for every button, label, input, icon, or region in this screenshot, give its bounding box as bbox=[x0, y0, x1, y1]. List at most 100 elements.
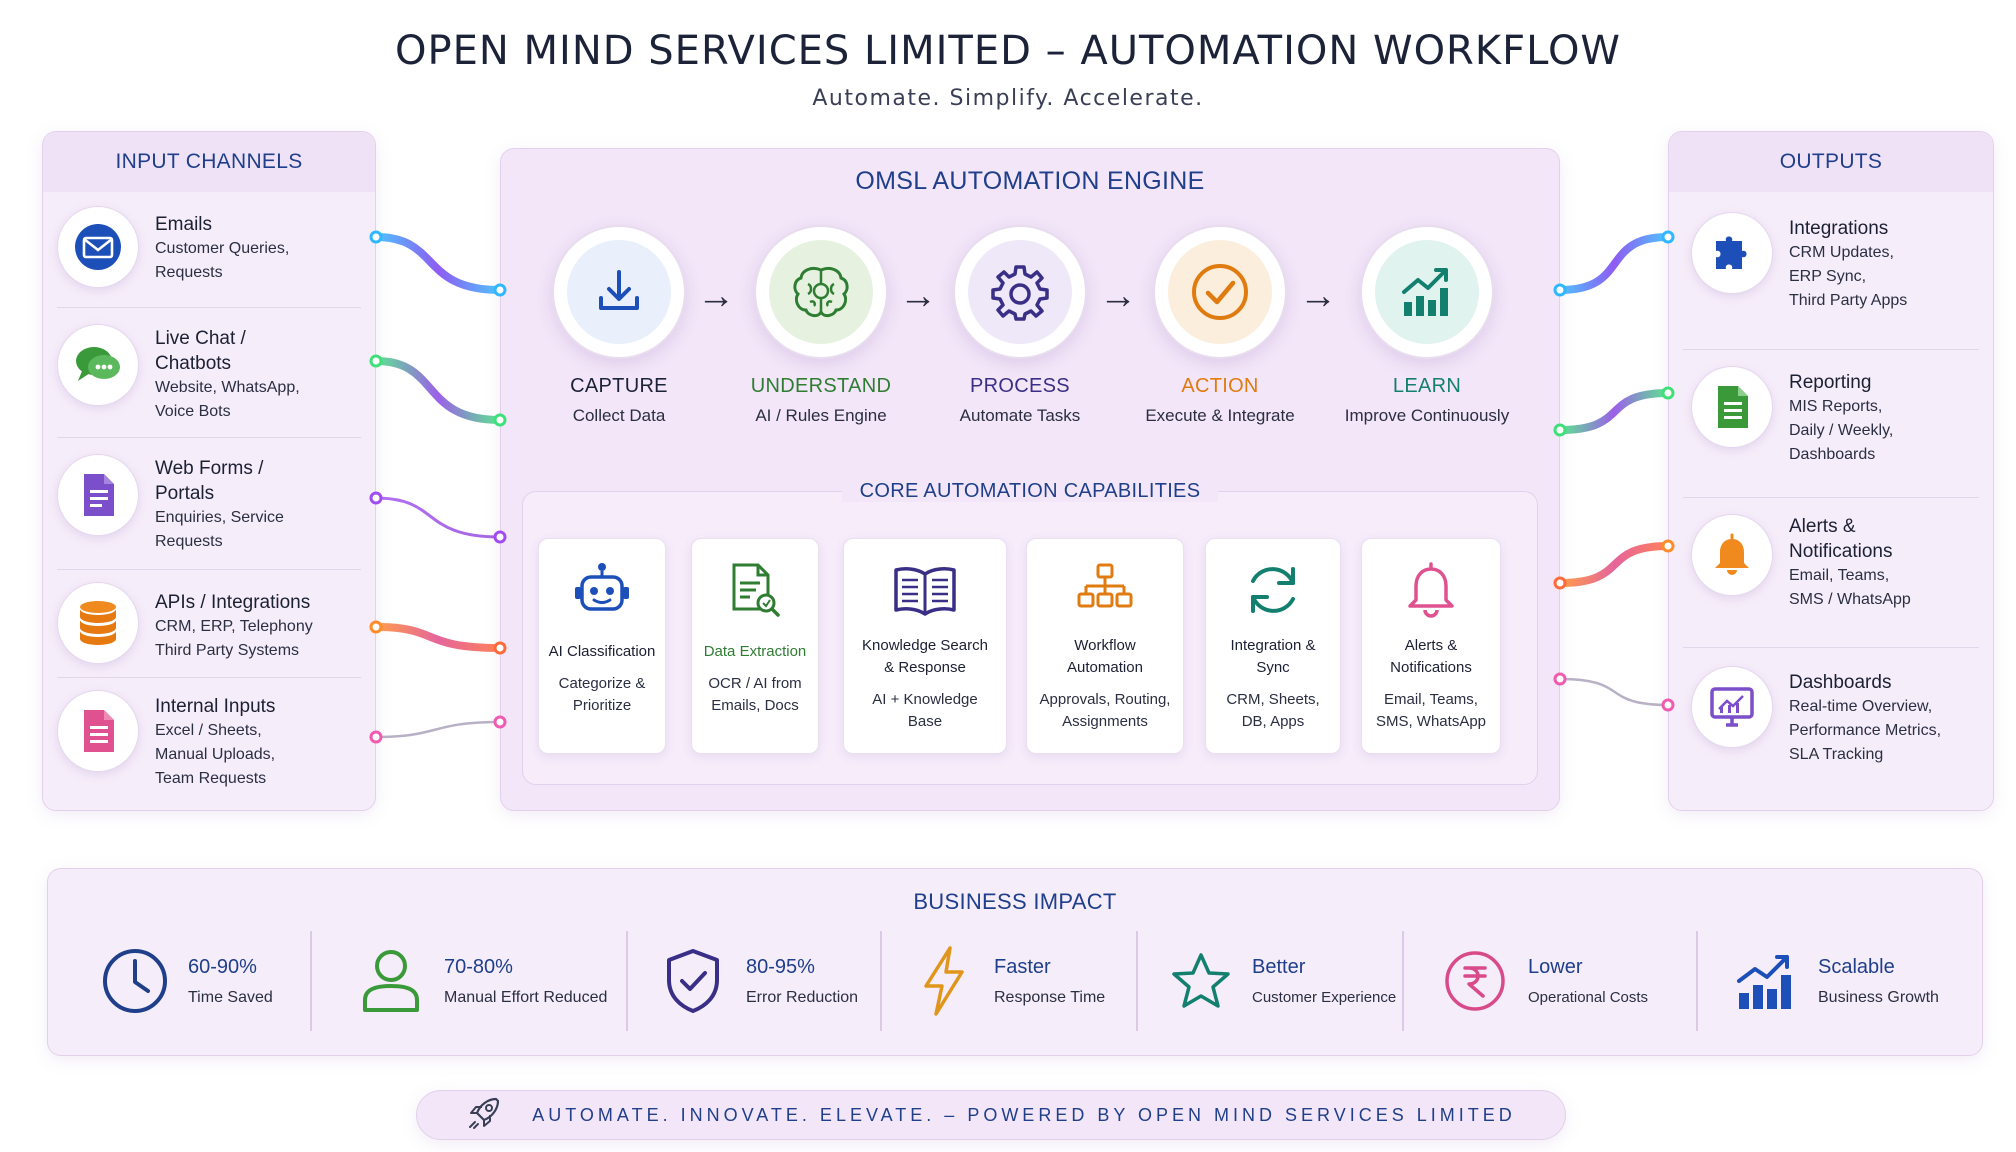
impact-divider bbox=[880, 931, 882, 1031]
chat-bubbles-icon bbox=[57, 324, 139, 406]
sheet-document-icon bbox=[57, 690, 139, 772]
impact-item-response-time[interactable]: Faster Response Time bbox=[906, 937, 1105, 1025]
output-item-alerts[interactable]: Alerts & Notifications Email, Teams, SMS… bbox=[1669, 498, 1993, 648]
impact-label: Response Time bbox=[994, 988, 1106, 1006]
impact-label: Time Saved bbox=[188, 988, 273, 1006]
input-item-desc: Manual Uploads, bbox=[155, 746, 276, 763]
impact-value: Better bbox=[1252, 956, 1306, 978]
output-item-dashboards[interactable]: Dashboards Real-time Overview, Performan… bbox=[1669, 648, 1993, 808]
impact-label: Manual Effort Reduced bbox=[444, 988, 608, 1006]
output-item-title: Reporting bbox=[1789, 372, 1872, 393]
input-item-title-line2: Portals bbox=[155, 483, 215, 504]
input-item-live-chat[interactable]: Live Chat / Chatbots Website, WhatsApp, … bbox=[43, 308, 375, 438]
output-item-integrations[interactable]: Integrations CRM Updates, ERP Sync, Thir… bbox=[1669, 194, 1993, 350]
engine-title: OMSL AUTOMATION ENGINE bbox=[855, 167, 1205, 195]
capability-desc: Categorize & bbox=[558, 675, 646, 692]
stage-label: LEARN bbox=[1392, 375, 1462, 397]
impact-label: Operational Costs bbox=[1528, 989, 1649, 1006]
input-item-desc: Requests bbox=[155, 264, 223, 281]
input-item-web-forms[interactable]: Web Forms / Portals Enquiries, Service R… bbox=[43, 438, 375, 570]
bar-growth-icon bbox=[1728, 944, 1802, 1018]
output-item-desc: Daily / Weekly, bbox=[1789, 422, 1894, 439]
stage-action[interactable]: ACTION Execute & Integrate bbox=[1125, 225, 1315, 426]
impact-value: Scalable bbox=[1818, 955, 1895, 978]
impact-value: Lower bbox=[1528, 956, 1583, 978]
growth-chart-icon bbox=[1375, 240, 1479, 344]
impact-item-customer-experience[interactable]: Better Customer Experience bbox=[1164, 937, 1396, 1025]
business-impact-title: BUSINESS IMPACT bbox=[913, 889, 1117, 914]
capability-card-knowledge-search[interactable]: Knowledge Search & Response AI + Knowled… bbox=[843, 538, 1007, 754]
input-item-desc: Requests bbox=[155, 533, 223, 550]
capability-card-data-extraction[interactable]: Data Extraction OCR / AI from Emails, Do… bbox=[691, 538, 819, 754]
capability-desc: Email, Teams, bbox=[1384, 691, 1478, 708]
capability-desc: Assignments bbox=[1062, 713, 1148, 730]
input-item-title: Web Forms / bbox=[155, 458, 264, 479]
capability-name: Workflow bbox=[1074, 637, 1136, 654]
stage-understand[interactable]: UNDERSTAND AI / Rules Engine bbox=[726, 225, 916, 426]
input-item-emails[interactable]: Emails Customer Queries, Requests bbox=[43, 194, 375, 308]
stage-capture[interactable]: CAPTURE Collect Data bbox=[524, 225, 714, 426]
impact-item-operational-costs[interactable]: Lower Operational Costs bbox=[1438, 937, 1648, 1025]
impact-item-error-reduction[interactable]: 80-95% Error Reduction bbox=[656, 937, 858, 1025]
capability-desc: Emails, Docs bbox=[711, 697, 799, 714]
person-icon bbox=[354, 944, 428, 1018]
output-item-desc: Third Party Apps bbox=[1789, 292, 1908, 309]
org-chart-icon bbox=[1027, 559, 1183, 621]
capability-card-workflow-automation[interactable]: Workflow Automation Approvals, Routing, … bbox=[1026, 538, 1184, 754]
capability-card-integration-sync[interactable]: Integration & Sync CRM, Sheets, DB, Apps bbox=[1205, 538, 1341, 754]
rupee-icon bbox=[1438, 944, 1512, 1018]
form-document-icon bbox=[57, 454, 139, 536]
sync-arrows-icon bbox=[1206, 559, 1340, 621]
connector-live-chat bbox=[372, 357, 504, 424]
puzzle-icon bbox=[1691, 212, 1773, 294]
input-item-title: Live Chat / bbox=[155, 328, 246, 349]
rocket-icon bbox=[466, 1095, 502, 1136]
capability-card-alerts-notifications[interactable]: Alerts & Notifications Email, Teams, SMS… bbox=[1361, 538, 1501, 754]
flow-arrow: → bbox=[1299, 275, 1337, 317]
output-item-title: Dashboards bbox=[1789, 672, 1892, 693]
report-document-icon bbox=[1691, 366, 1773, 448]
brain-icon bbox=[769, 240, 873, 344]
stage-sub: Execute & Integrate bbox=[1145, 406, 1295, 425]
input-item-internal-inputs[interactable]: Internal Inputs Excel / Sheets, Manual U… bbox=[43, 678, 375, 808]
bell-icon bbox=[1691, 514, 1773, 596]
impact-item-time-saved[interactable]: 60-90% Time Saved bbox=[98, 937, 273, 1025]
capability-name: Sync bbox=[1256, 659, 1290, 676]
capability-card-ai-classification[interactable]: AI Classification Categorize & Prioritiz… bbox=[538, 538, 666, 754]
input-item-apis[interactable]: APIs / Integrations CRM, ERP, Telephony … bbox=[43, 570, 375, 678]
outputs-panel: OUTPUTS Integrations CRM Updates, ERP Sy… bbox=[1668, 131, 1994, 811]
lightning-icon bbox=[906, 944, 980, 1018]
output-item-desc: Real-time Overview, bbox=[1789, 698, 1933, 715]
stage-learn[interactable]: LEARN Improve Continuously bbox=[1327, 225, 1527, 426]
stage-label: ACTION bbox=[1181, 375, 1259, 397]
capability-desc: Approvals, Routing, bbox=[1039, 691, 1171, 708]
impact-value: 70-80% bbox=[444, 955, 513, 978]
footer-banner: AUTOMATE. INNOVATE. ELEVATE. – POWERED B… bbox=[416, 1090, 1566, 1140]
impact-value: Faster bbox=[994, 955, 1051, 978]
output-item-desc: ERP Sync, bbox=[1789, 268, 1867, 285]
gear-icon bbox=[968, 240, 1072, 344]
page-tagline: Automate. Simplify. Accelerate. bbox=[812, 86, 1204, 111]
stage-label: UNDERSTAND bbox=[750, 375, 892, 397]
input-item-desc: Third Party Systems bbox=[155, 642, 300, 659]
capability-desc: CRM, Sheets, bbox=[1226, 691, 1320, 708]
output-item-reporting[interactable]: Reporting MIS Reports, Daily / Weekly, D… bbox=[1669, 350, 1993, 498]
connector-integrations bbox=[1556, 233, 1672, 294]
input-item-desc: Enquiries, Service bbox=[155, 509, 284, 526]
stage-process[interactable]: PROCESS Automate Tasks bbox=[925, 225, 1115, 426]
impact-label: Error Reduction bbox=[746, 988, 859, 1006]
impact-item-business-growth[interactable]: Scalable Business Growth bbox=[1728, 937, 1939, 1025]
check-circle-icon bbox=[1168, 240, 1272, 344]
capability-name: Integration & bbox=[1230, 637, 1316, 654]
core-capabilities-section: CORE AUTOMATION CAPABILITIES AI Classifi… bbox=[522, 480, 1538, 785]
capability-desc: DB, Apps bbox=[1241, 713, 1305, 730]
stage-sub: Automate Tasks bbox=[959, 406, 1081, 425]
outputs-title: OUTPUTS bbox=[1669, 132, 1993, 192]
stage-label: CAPTURE bbox=[570, 375, 668, 397]
open-book-icon bbox=[844, 559, 1006, 621]
connector-internal bbox=[374, 720, 502, 739]
capability-desc: Prioritize bbox=[572, 697, 632, 714]
impact-item-manual-effort[interactable]: 70-80% Manual Effort Reduced bbox=[354, 937, 607, 1025]
capability-name: Knowledge Search bbox=[862, 637, 988, 654]
business-impact-panel: BUSINESS IMPACT 60-90% Time Saved 70-80%… bbox=[47, 868, 1983, 1056]
